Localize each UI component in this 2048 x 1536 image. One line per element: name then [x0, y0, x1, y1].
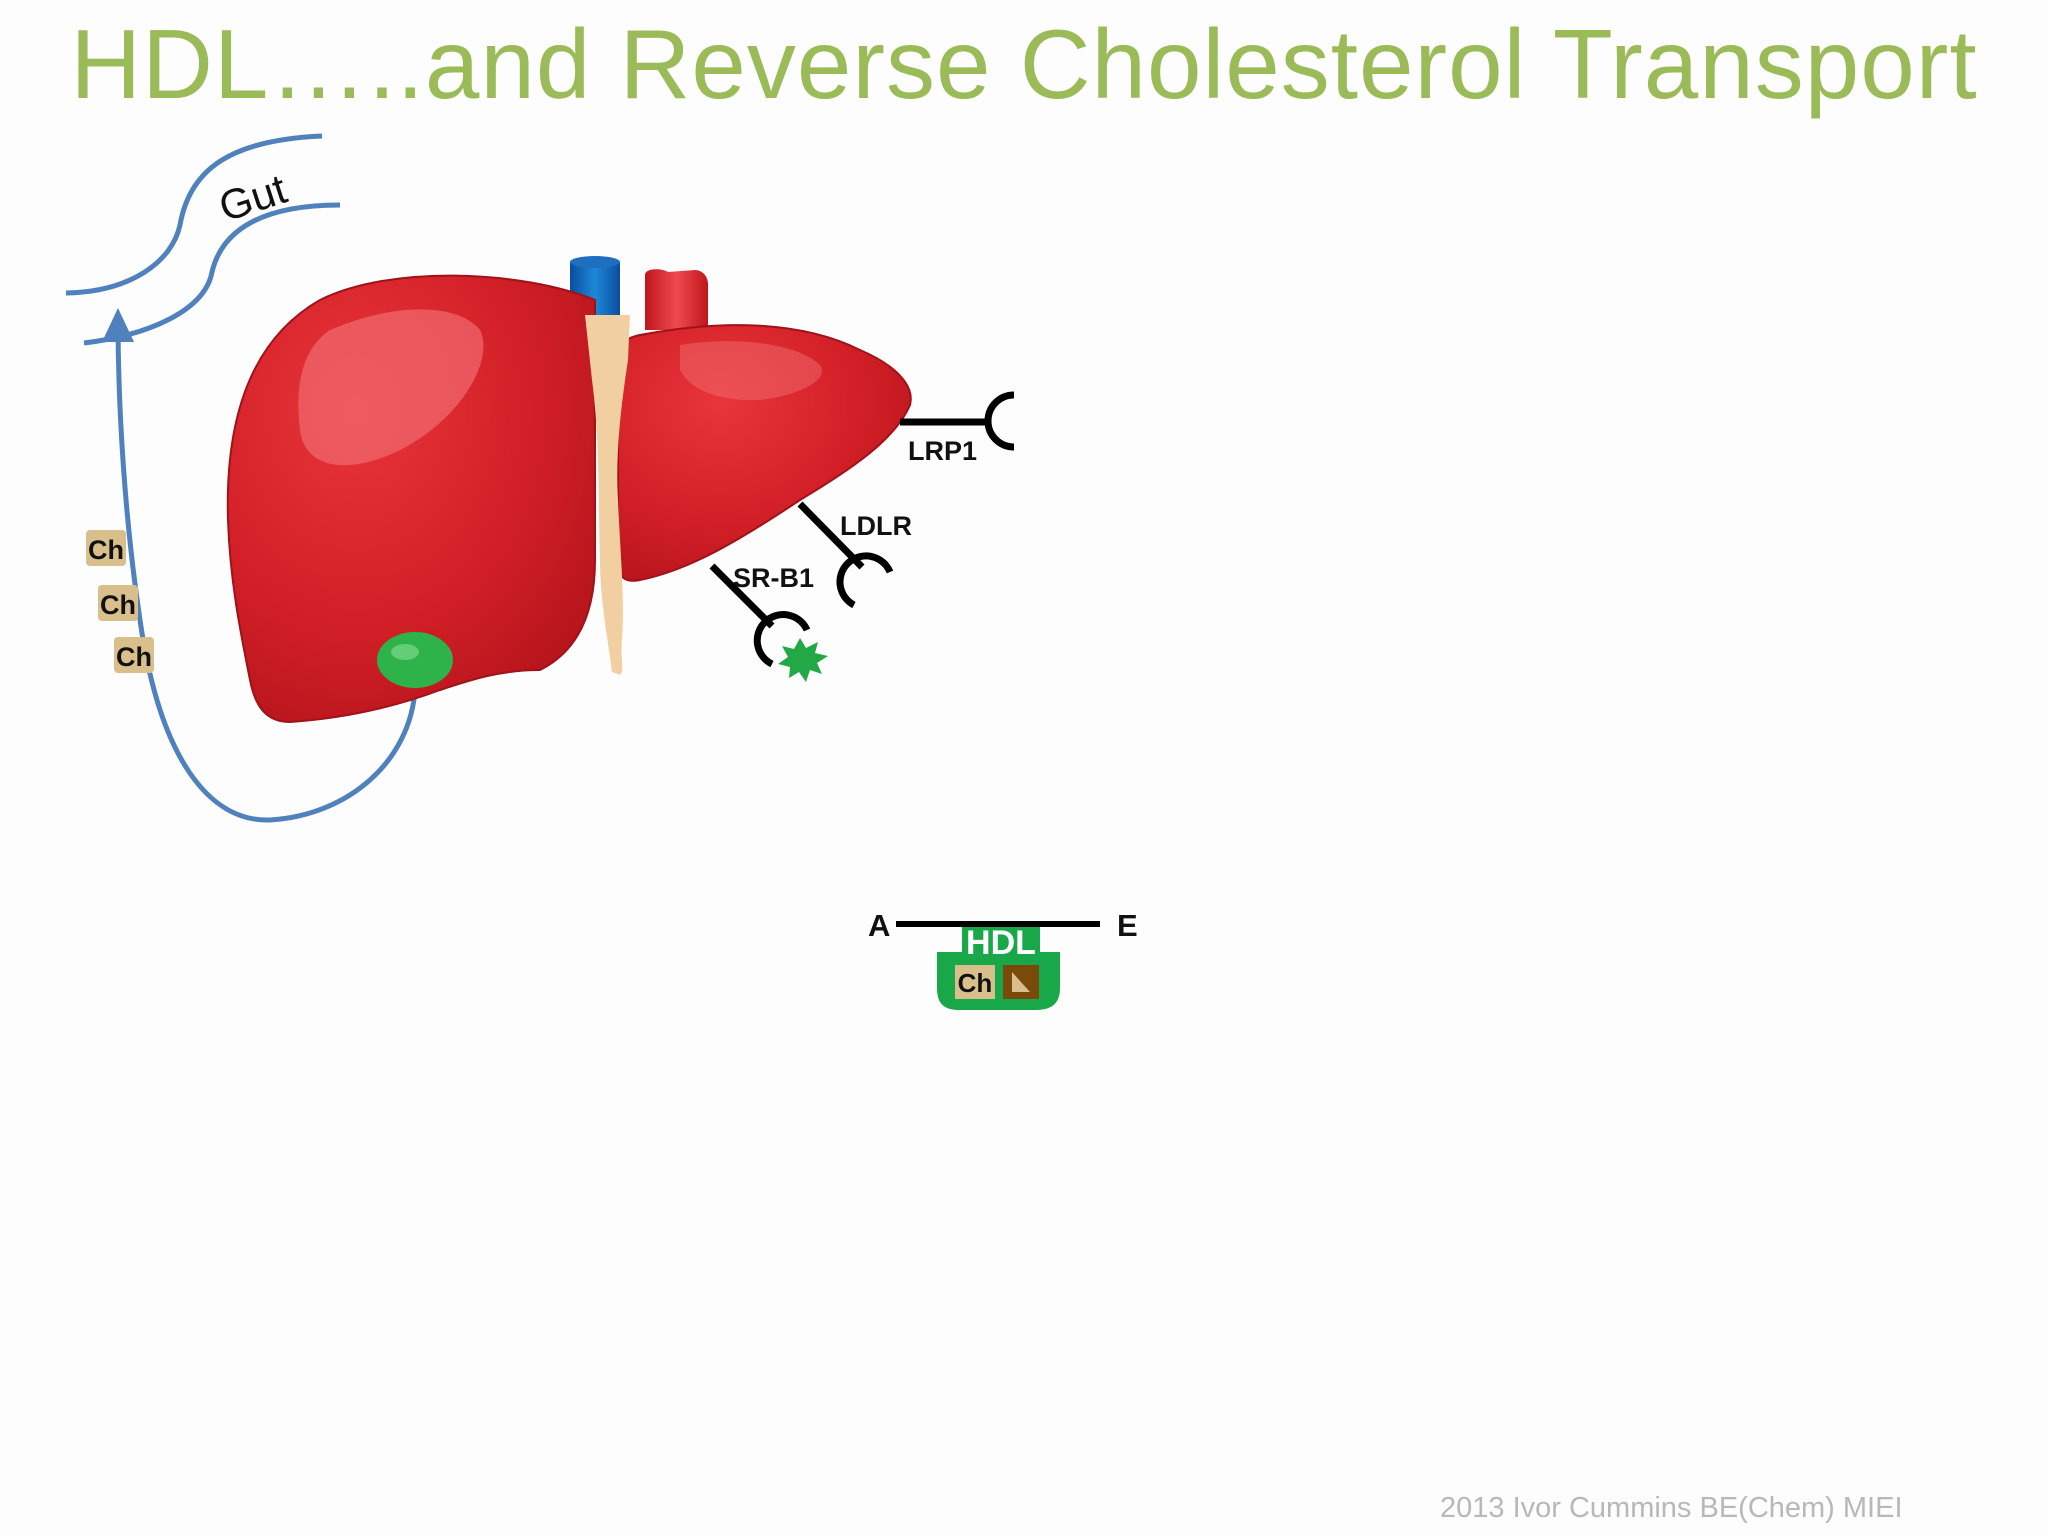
- gallbladder-icon: [377, 632, 453, 688]
- receptor-label-ldlr: LDLR: [840, 511, 912, 541]
- gut-label: Gut: [213, 165, 292, 231]
- receptor-label-srb1: SR-B1: [733, 563, 814, 593]
- svg-text:Ch: Ch: [958, 968, 993, 998]
- pathway-arrowhead-icon: [102, 308, 134, 342]
- binding-burst-icon: [778, 638, 828, 682]
- hdl-label: HDL: [966, 924, 1036, 962]
- lrp1-receptor-icon: [988, 395, 1014, 447]
- slide-footer: 2013 Ivor Cummins BE(Chem) MIEI: [1440, 1492, 1940, 1525]
- ldlr-receptor-icon: [840, 556, 890, 605]
- svg-text:Ch: Ch: [88, 535, 124, 565]
- cholesterol-particle: Ch: [114, 637, 154, 673]
- receptor-label-lrp1: LRP1: [908, 436, 977, 466]
- receptor-ldlr: LDLR: [800, 504, 912, 605]
- receptor-lrp1: LRP1: [900, 395, 1014, 466]
- cholesterol-particles: Ch Ch Ch: [86, 530, 154, 673]
- svg-text:Ch: Ch: [100, 590, 136, 620]
- hepatic-artery-icon: [645, 269, 708, 330]
- cholesterol-particle: Ch: [98, 585, 138, 621]
- svg-text:Ch: Ch: [116, 642, 152, 672]
- apo-label-a: A: [868, 908, 890, 943]
- cholesterol-particle: Ch: [86, 530, 126, 566]
- apo-label-e: E: [1117, 908, 1138, 943]
- gut-tube: Gut: [66, 136, 340, 343]
- receptor-srb1: SR-B1: [712, 563, 828, 682]
- hdl-particle: A E HDL Ch: [868, 908, 1138, 1010]
